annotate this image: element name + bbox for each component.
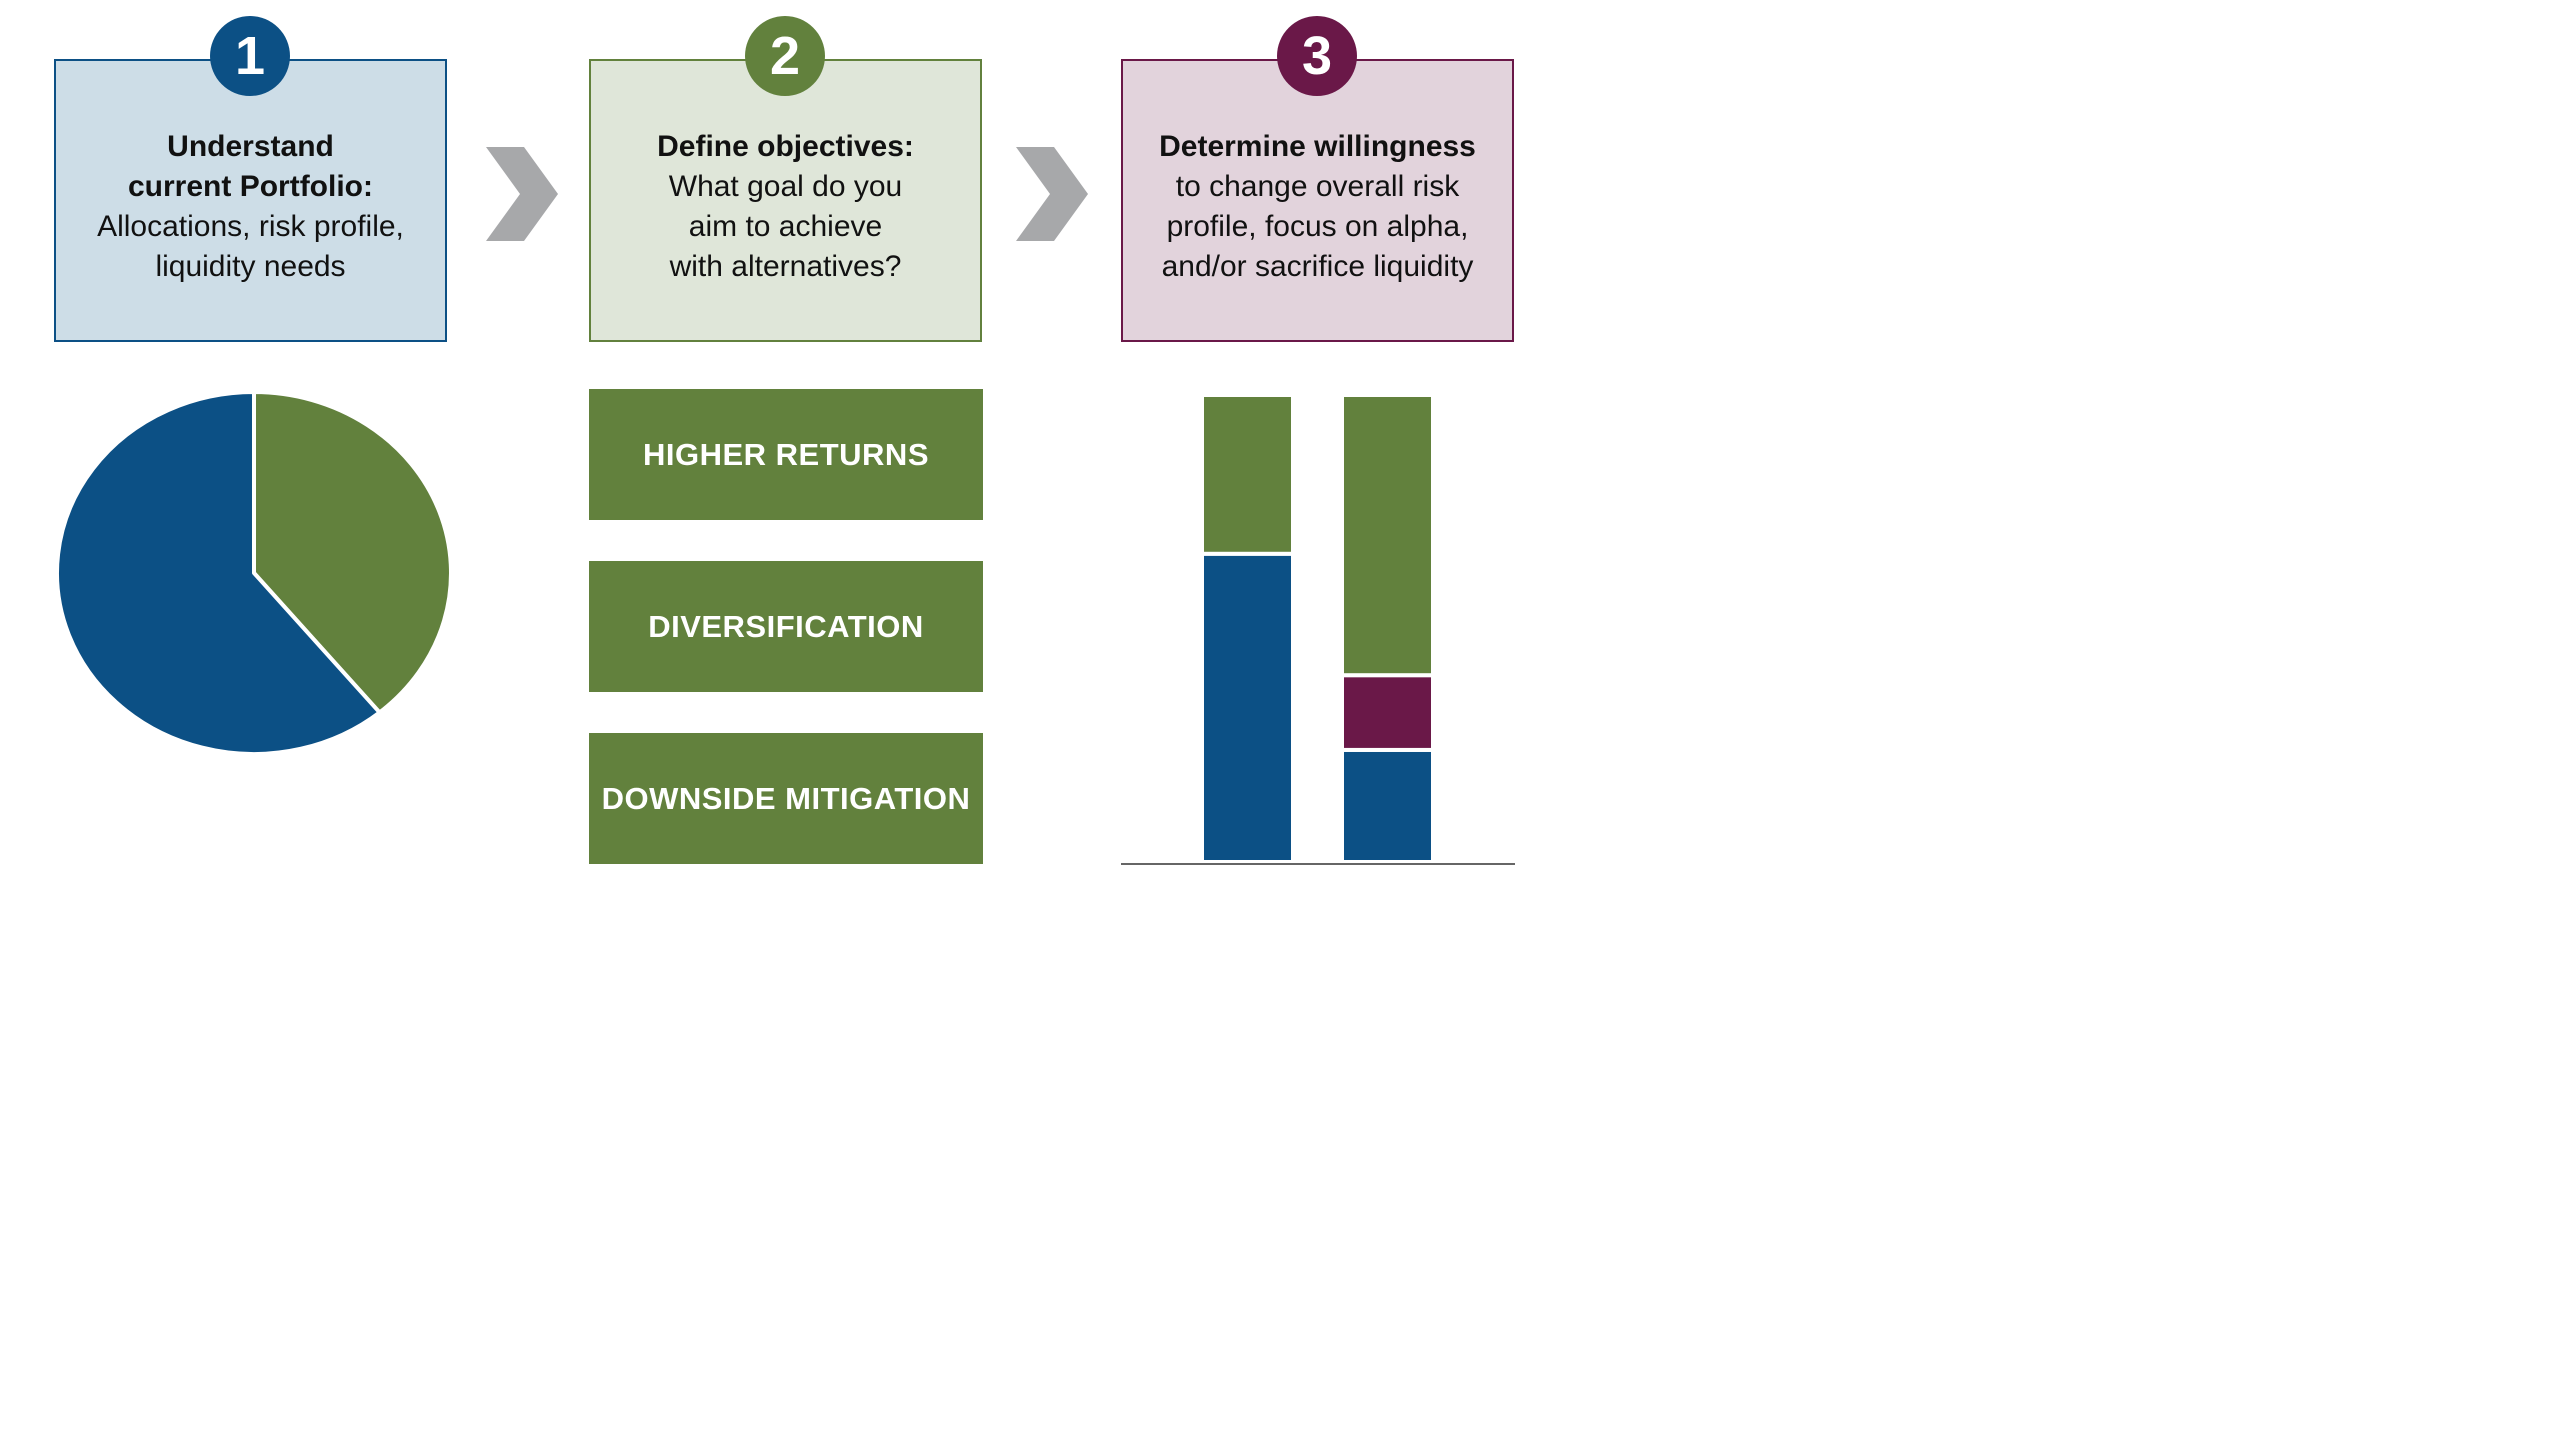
step-1-text: Allocations, risk profile, liquidity nee… bbox=[97, 210, 404, 283]
step-3-text: to change overall risk profile, focus on… bbox=[1161, 170, 1474, 283]
step-3-heading: Determine willingness bbox=[1159, 130, 1476, 163]
chevron-right-icon bbox=[1016, 147, 1088, 241]
allocation-pie-chart bbox=[55, 390, 453, 756]
bar-segment bbox=[1340, 673, 1435, 752]
objective-diversification: DIVERSIFICATION bbox=[589, 561, 983, 692]
stacked-bar-chart bbox=[1121, 393, 1515, 865]
bar-segment bbox=[1340, 393, 1435, 678]
step-3-number-badge: 3 bbox=[1277, 16, 1357, 96]
step-1-heading: Understand current Portfolio: bbox=[128, 130, 373, 203]
step-3-box: Determine willingness to change overall … bbox=[1121, 59, 1514, 342]
step-2-heading: Define objectives: bbox=[657, 130, 914, 163]
step-2-box: Define objectives: What goal do you aim … bbox=[589, 59, 982, 342]
chevron-right-icon bbox=[486, 147, 558, 241]
step-1-box: Understand current Portfolio: Allocation… bbox=[54, 59, 447, 342]
objective-higher-returns: HIGHER RETURNS bbox=[589, 389, 983, 520]
bar-segment bbox=[1200, 551, 1295, 864]
step-2-text: What goal do you aim to achieve with alt… bbox=[668, 170, 903, 283]
pie-slice bbox=[55, 390, 382, 756]
step-2-number-badge: 2 bbox=[745, 16, 825, 96]
pie-slice bbox=[252, 390, 453, 715]
objective-downside-mitigation: DOWNSIDE MITIGATION bbox=[589, 733, 983, 864]
bar-segment bbox=[1340, 747, 1435, 865]
bar-segment bbox=[1200, 393, 1295, 556]
step-1-number-badge: 1 bbox=[210, 16, 290, 96]
